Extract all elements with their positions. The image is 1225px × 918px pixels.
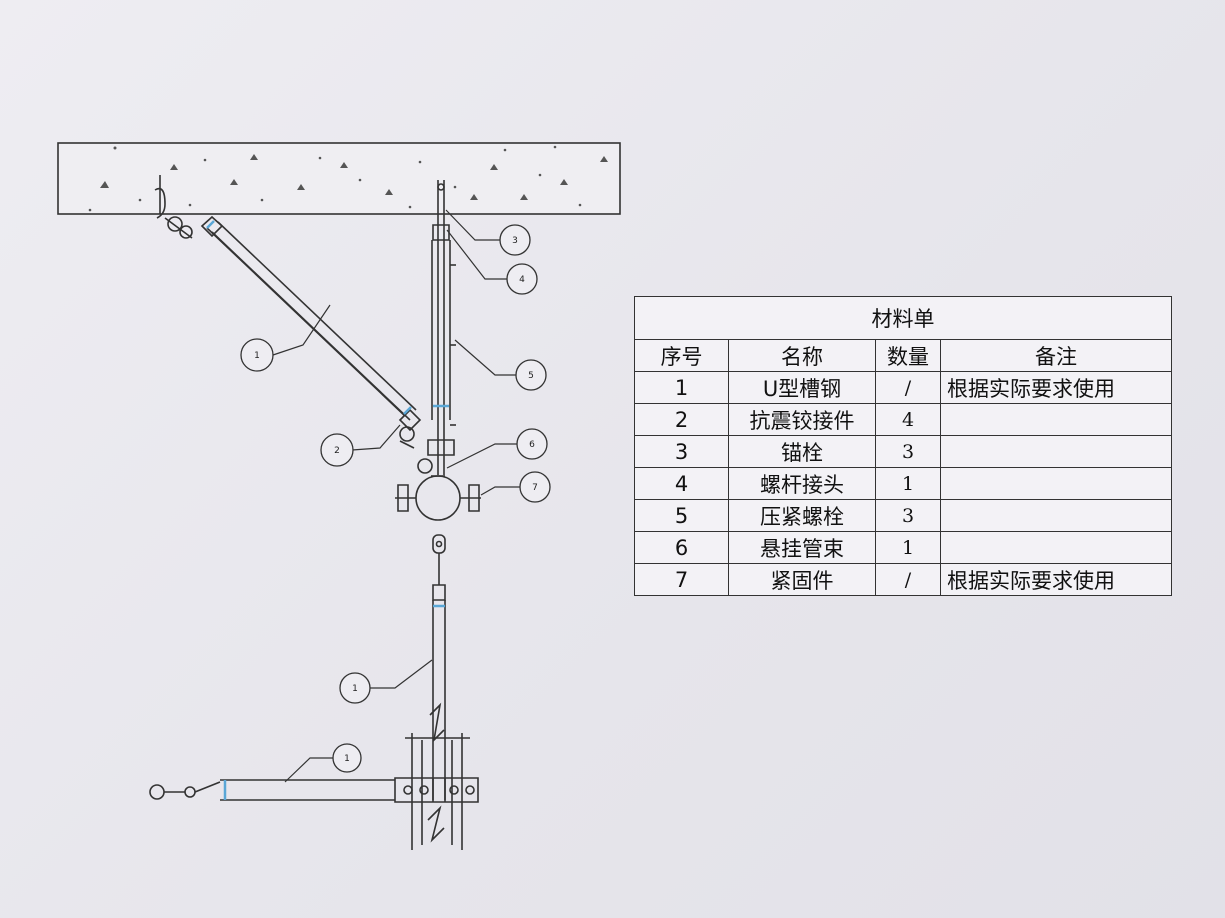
callout-1-vertical: 1 <box>339 672 371 704</box>
left-anchor-hinge <box>154 175 193 239</box>
row-qty: 4 <box>875 403 941 436</box>
svg-text:4: 4 <box>519 275 525 285</box>
row-qty: 1 <box>875 531 941 564</box>
svg-text:1: 1 <box>344 754 350 764</box>
leader-lines <box>272 209 520 783</box>
svg-text:3: 3 <box>512 236 518 246</box>
row-no: 2 <box>634 403 729 436</box>
svg-text:5: 5 <box>528 371 534 381</box>
row-qty: / <box>875 371 941 404</box>
row-name: 抗震铰接件 <box>728 403 876 436</box>
row-name: 紧固件 <box>728 563 876 596</box>
callout-1-horizontal: 1 <box>332 743 362 773</box>
svg-text:1: 1 <box>254 351 260 361</box>
table-row: 3 锚栓 3 <box>634 435 1172 468</box>
material-list-table: 材料单 序号 名称 数量 备注 1 U型槽钢 / 根据实际要求使用 2 抗震铰接… <box>634 296 1172 596</box>
callout-2: 2 <box>320 433 354 467</box>
table-row: 7 紧固件 / 根据实际要求使用 <box>634 563 1172 596</box>
table-header-row: 序号 名称 数量 备注 <box>634 339 1172 372</box>
table-title: 材料单 <box>634 296 1172 340</box>
row-name: U型槽钢 <box>728 371 876 404</box>
row-name: 压紧螺栓 <box>728 499 876 532</box>
table-row: 2 抗震铰接件 4 <box>634 403 1172 436</box>
row-note: 根据实际要求使用 <box>940 563 1172 596</box>
row-qty: / <box>875 563 941 596</box>
vertical-hanger <box>417 180 456 475</box>
callout-1-brace: 1 <box>240 338 274 372</box>
row-name: 螺杆接头 <box>728 467 876 500</box>
side-view-horizontal <box>149 777 479 803</box>
callout-6: 6 <box>516 428 548 460</box>
diagonal-brace <box>200 215 422 449</box>
row-note <box>940 531 1172 564</box>
row-note <box>940 435 1172 468</box>
row-qty: 1 <box>875 467 941 500</box>
row-note <box>940 467 1172 500</box>
header-note: 备注 <box>940 339 1172 372</box>
row-name: 锚栓 <box>728 435 876 468</box>
row-name: 悬挂管束 <box>728 531 876 564</box>
row-no: 5 <box>634 499 729 532</box>
row-qty: 3 <box>875 435 941 468</box>
svg-text:1: 1 <box>352 684 358 694</box>
row-no: 7 <box>634 563 729 596</box>
header-no: 序号 <box>634 339 729 372</box>
callout-5: 5 <box>515 359 547 391</box>
table-row: 1 U型槽钢 / 根据实际要求使用 <box>634 371 1172 404</box>
svg-text:6: 6 <box>529 440 535 450</box>
row-note <box>940 499 1172 532</box>
row-no: 4 <box>634 467 729 500</box>
row-no: 1 <box>634 371 729 404</box>
table-row: 5 压紧螺栓 3 <box>634 499 1172 532</box>
callout-7: 7 <box>519 471 551 503</box>
row-qty: 3 <box>875 499 941 532</box>
row-no: 6 <box>634 531 729 564</box>
table-row: 6 悬挂管束 1 <box>634 531 1172 564</box>
pipe-clamp <box>395 475 481 521</box>
callout-3: 3 <box>499 224 531 256</box>
row-no: 3 <box>634 435 729 468</box>
header-qty: 数量 <box>875 339 941 372</box>
row-note <box>940 403 1172 436</box>
svg-text:7: 7 <box>532 483 538 493</box>
callout-4: 4 <box>506 263 538 295</box>
side-view-vertical <box>405 534 470 850</box>
concrete-slab <box>57 142 621 215</box>
row-note: 根据实际要求使用 <box>940 371 1172 404</box>
table-row: 4 螺杆接头 1 <box>634 467 1172 500</box>
svg-text:2: 2 <box>334 446 340 456</box>
header-name: 名称 <box>728 339 876 372</box>
